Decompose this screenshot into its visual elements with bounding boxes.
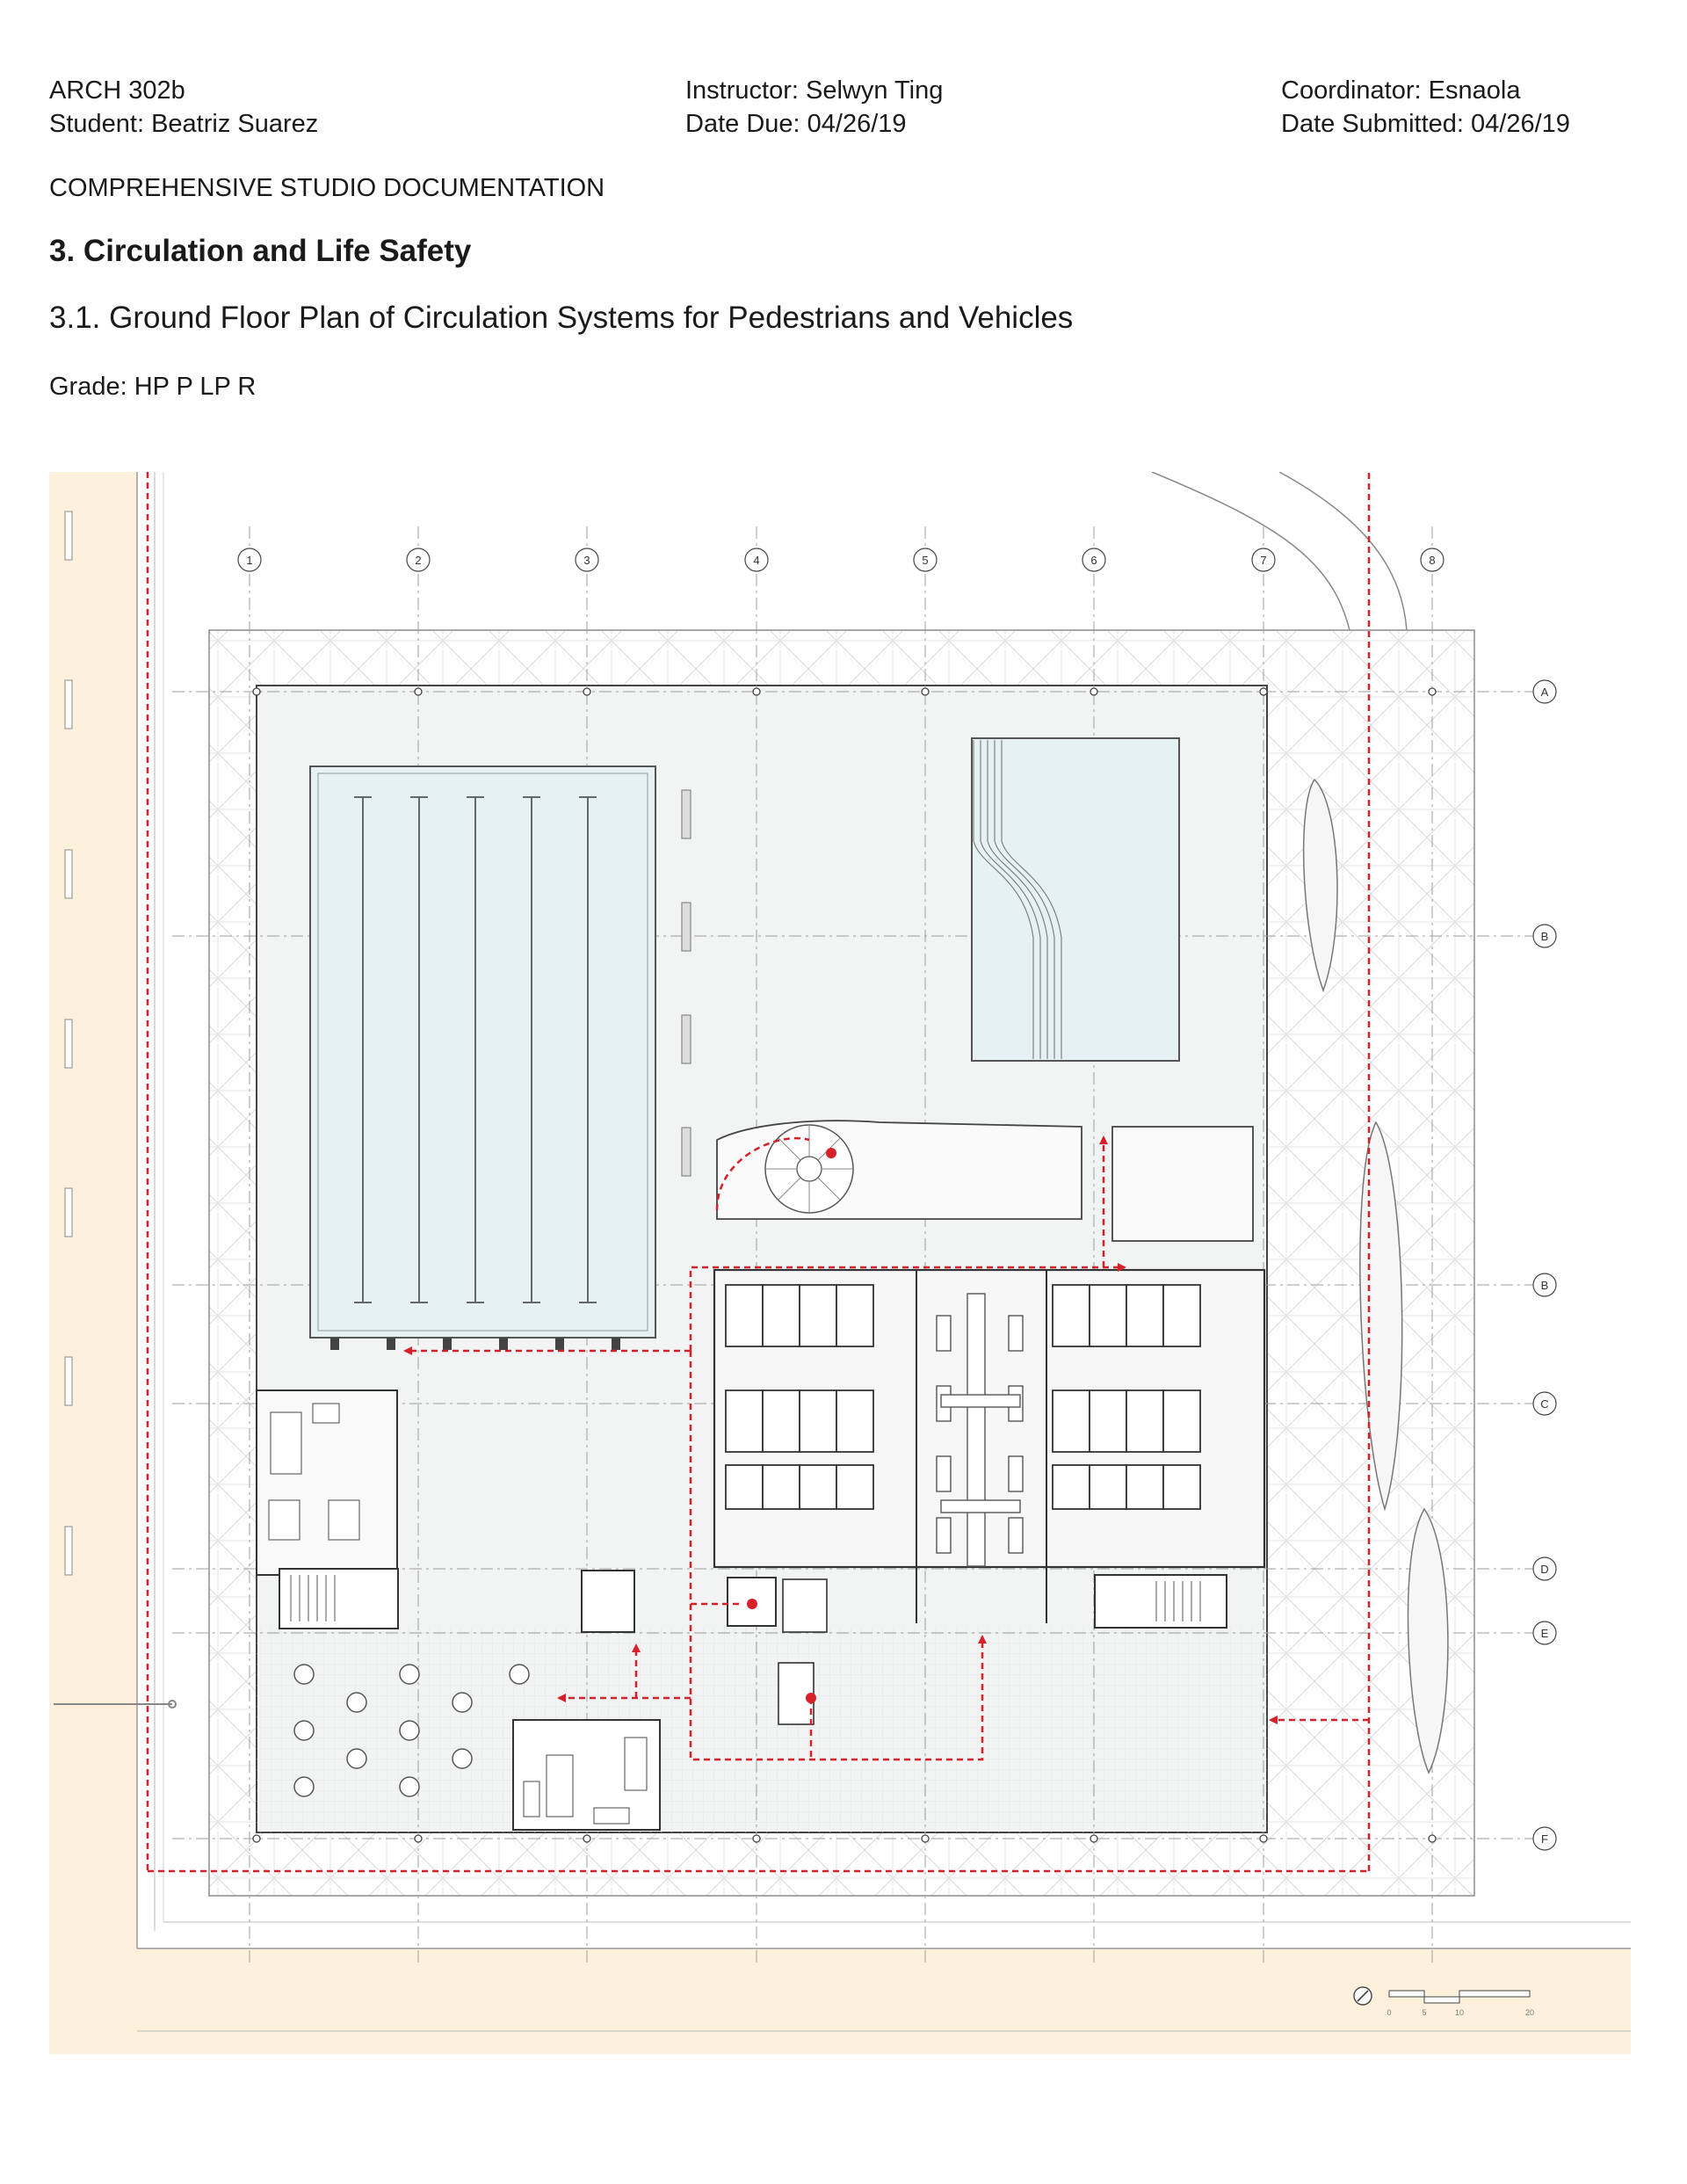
central-stair [782, 1578, 828, 1633]
restroom [581, 1570, 635, 1633]
grid-row-label: B [1541, 1279, 1549, 1292]
instructor-label: Instructor: Selwyn Ting [685, 76, 944, 105]
changing-cubicles [725, 1284, 1201, 1510]
grid-column-label: 1 [246, 554, 252, 567]
course-label: ARCH 302b [49, 76, 185, 105]
grid-column-label: 3 [583, 554, 590, 567]
coordinator-label: Coordinator: Esnaola [1281, 76, 1521, 105]
north-arrow-icon [1353, 1986, 1372, 2006]
street-light [54, 1700, 177, 1709]
grid-row-label: B [1541, 930, 1549, 943]
grid-row-label: F [1541, 1832, 1548, 1846]
planters [1302, 778, 1449, 1774]
scale-label: 20 [1525, 2008, 1534, 2017]
site-sidewalk-left [49, 472, 137, 2054]
ground-floor-plan: 1 2 3 4 5 6 7 8 A B B C D E F [49, 472, 1631, 2054]
document-type: COMPREHENSIVE STUDIO DOCUMENTATION [49, 174, 605, 202]
scale-label: 10 [1455, 2008, 1464, 2017]
grid-column-label: 7 [1260, 554, 1266, 567]
grade-label: Grade: HP P LP R [49, 373, 257, 401]
site-street-bottom [137, 1948, 1631, 2054]
grid-column-label: 5 [922, 554, 928, 567]
date-submitted-label: Date Submitted: 04/26/19 [1281, 110, 1570, 138]
grid-row-bubbles: A B B C D E F [1532, 679, 1557, 1851]
header-middle: Instructor: Selwyn Ting Date Due: 04/26/… [685, 74, 943, 141]
lap-pool [309, 765, 656, 1339]
scale-label: 5 [1422, 2008, 1426, 2017]
sidewalk-benches [64, 511, 73, 1576]
grid-column-bubbles: 1 2 3 4 5 6 7 8 [237, 548, 1444, 572]
grid-row-label: C [1540, 1397, 1548, 1411]
section-title: 3. Circulation and Life Safety [49, 234, 472, 268]
grid-column-label: 8 [1429, 554, 1435, 567]
grid-row-label: D [1540, 1563, 1548, 1576]
scale-bar: 0 5 10 20 [1387, 1990, 1534, 2017]
cafe-tables [293, 1664, 530, 1797]
grid-column-label: 4 [753, 554, 759, 567]
locker-benches [936, 1293, 1024, 1567]
subsection-title: 3.1. Ground Floor Plan of Circulation Sy… [49, 301, 1074, 335]
stair-right [1094, 1574, 1227, 1629]
grid-column-label: 6 [1090, 554, 1097, 567]
pedestrian-circulation [146, 472, 1371, 1873]
grid-row-label: A [1541, 686, 1549, 699]
grid-column-label: 2 [415, 554, 421, 567]
stair-left [279, 1568, 399, 1629]
grid-row-label: E [1541, 1627, 1549, 1640]
student-label: Student: Beatriz Suarez [49, 110, 319, 138]
header-left: ARCH 302b Student: Beatriz Suarez [49, 74, 318, 141]
header-right: Coordinator: Esnaola Date Submitted: 04/… [1281, 74, 1570, 141]
scale-label: 0 [1387, 2008, 1391, 2017]
date-due-label: Date Due: 04/26/19 [685, 110, 907, 138]
lane-dividers [354, 796, 597, 1303]
